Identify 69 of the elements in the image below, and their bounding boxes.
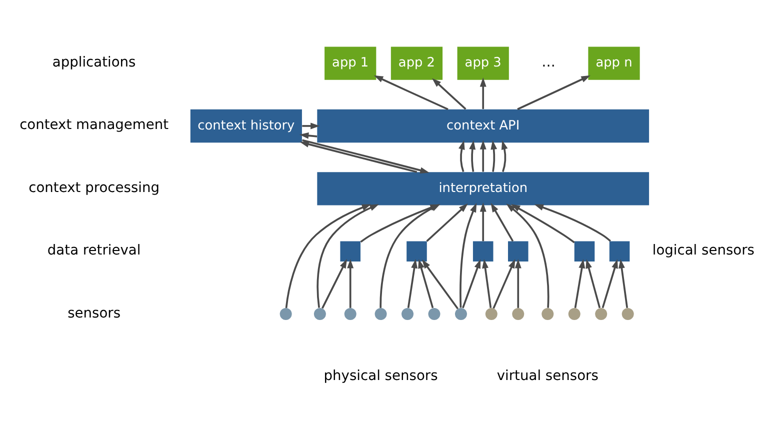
arrow [302,138,430,173]
node-circle [622,308,634,320]
node-circle [455,308,467,320]
arrow [510,204,575,243]
node-circle [344,308,356,320]
node-circle [314,308,326,320]
arrow [602,258,618,308]
arrow [586,258,601,308]
node-box [508,240,528,261]
node-circle [595,308,608,320]
node-box [574,240,595,261]
node-box: context API [317,108,650,142]
node-box [406,240,427,261]
arrow [316,204,380,308]
node-box [472,240,494,261]
arrow [302,122,320,129]
node-circle [280,308,292,320]
arrow [517,74,590,110]
node-circle [542,308,554,320]
node-circle [485,308,498,320]
label: virtual sensors [496,367,598,384]
arrow [492,258,516,308]
arrow [506,203,550,308]
node-box [609,240,630,261]
node-box: context history [190,108,302,142]
arrow [501,140,508,172]
node-circle [374,308,387,320]
arrow [285,204,372,308]
node-box: app 2 [390,46,443,80]
arrow [462,258,481,308]
label: … [542,54,556,70]
arrow [574,258,586,308]
label: data retrieval [47,242,141,258]
arrow [347,258,354,308]
node-circle [402,308,414,320]
arrow [534,204,612,242]
arrow [432,78,466,110]
node-box [340,240,360,261]
node-box: app 3 [457,46,509,80]
arrow [299,132,318,138]
node-circle [568,308,580,320]
node-circle [428,308,440,320]
label: logical sensors [652,242,755,258]
label: physical sensors [324,367,438,384]
arrow [460,202,477,308]
arrow [482,258,492,308]
node-box: app n [588,46,640,80]
arrow [407,258,418,308]
label: applications [52,54,136,70]
arrow [469,140,476,172]
arrow [374,74,448,110]
arrow [300,140,418,172]
arrow [490,140,498,172]
arrow [458,140,465,172]
label: context processing [28,179,160,196]
arrow [322,258,347,308]
arrow [480,77,486,109]
node-circle [512,308,524,320]
node-box: interpretation [317,172,650,205]
arrow [618,258,628,308]
arrow [480,202,486,241]
arrow [480,140,486,172]
arrow [422,258,459,309]
arrow [490,202,514,242]
node-box: app 1 [324,46,376,80]
label: sensors [68,304,121,321]
arrow [514,258,522,308]
arrow [418,258,434,308]
label: context management [20,116,169,133]
